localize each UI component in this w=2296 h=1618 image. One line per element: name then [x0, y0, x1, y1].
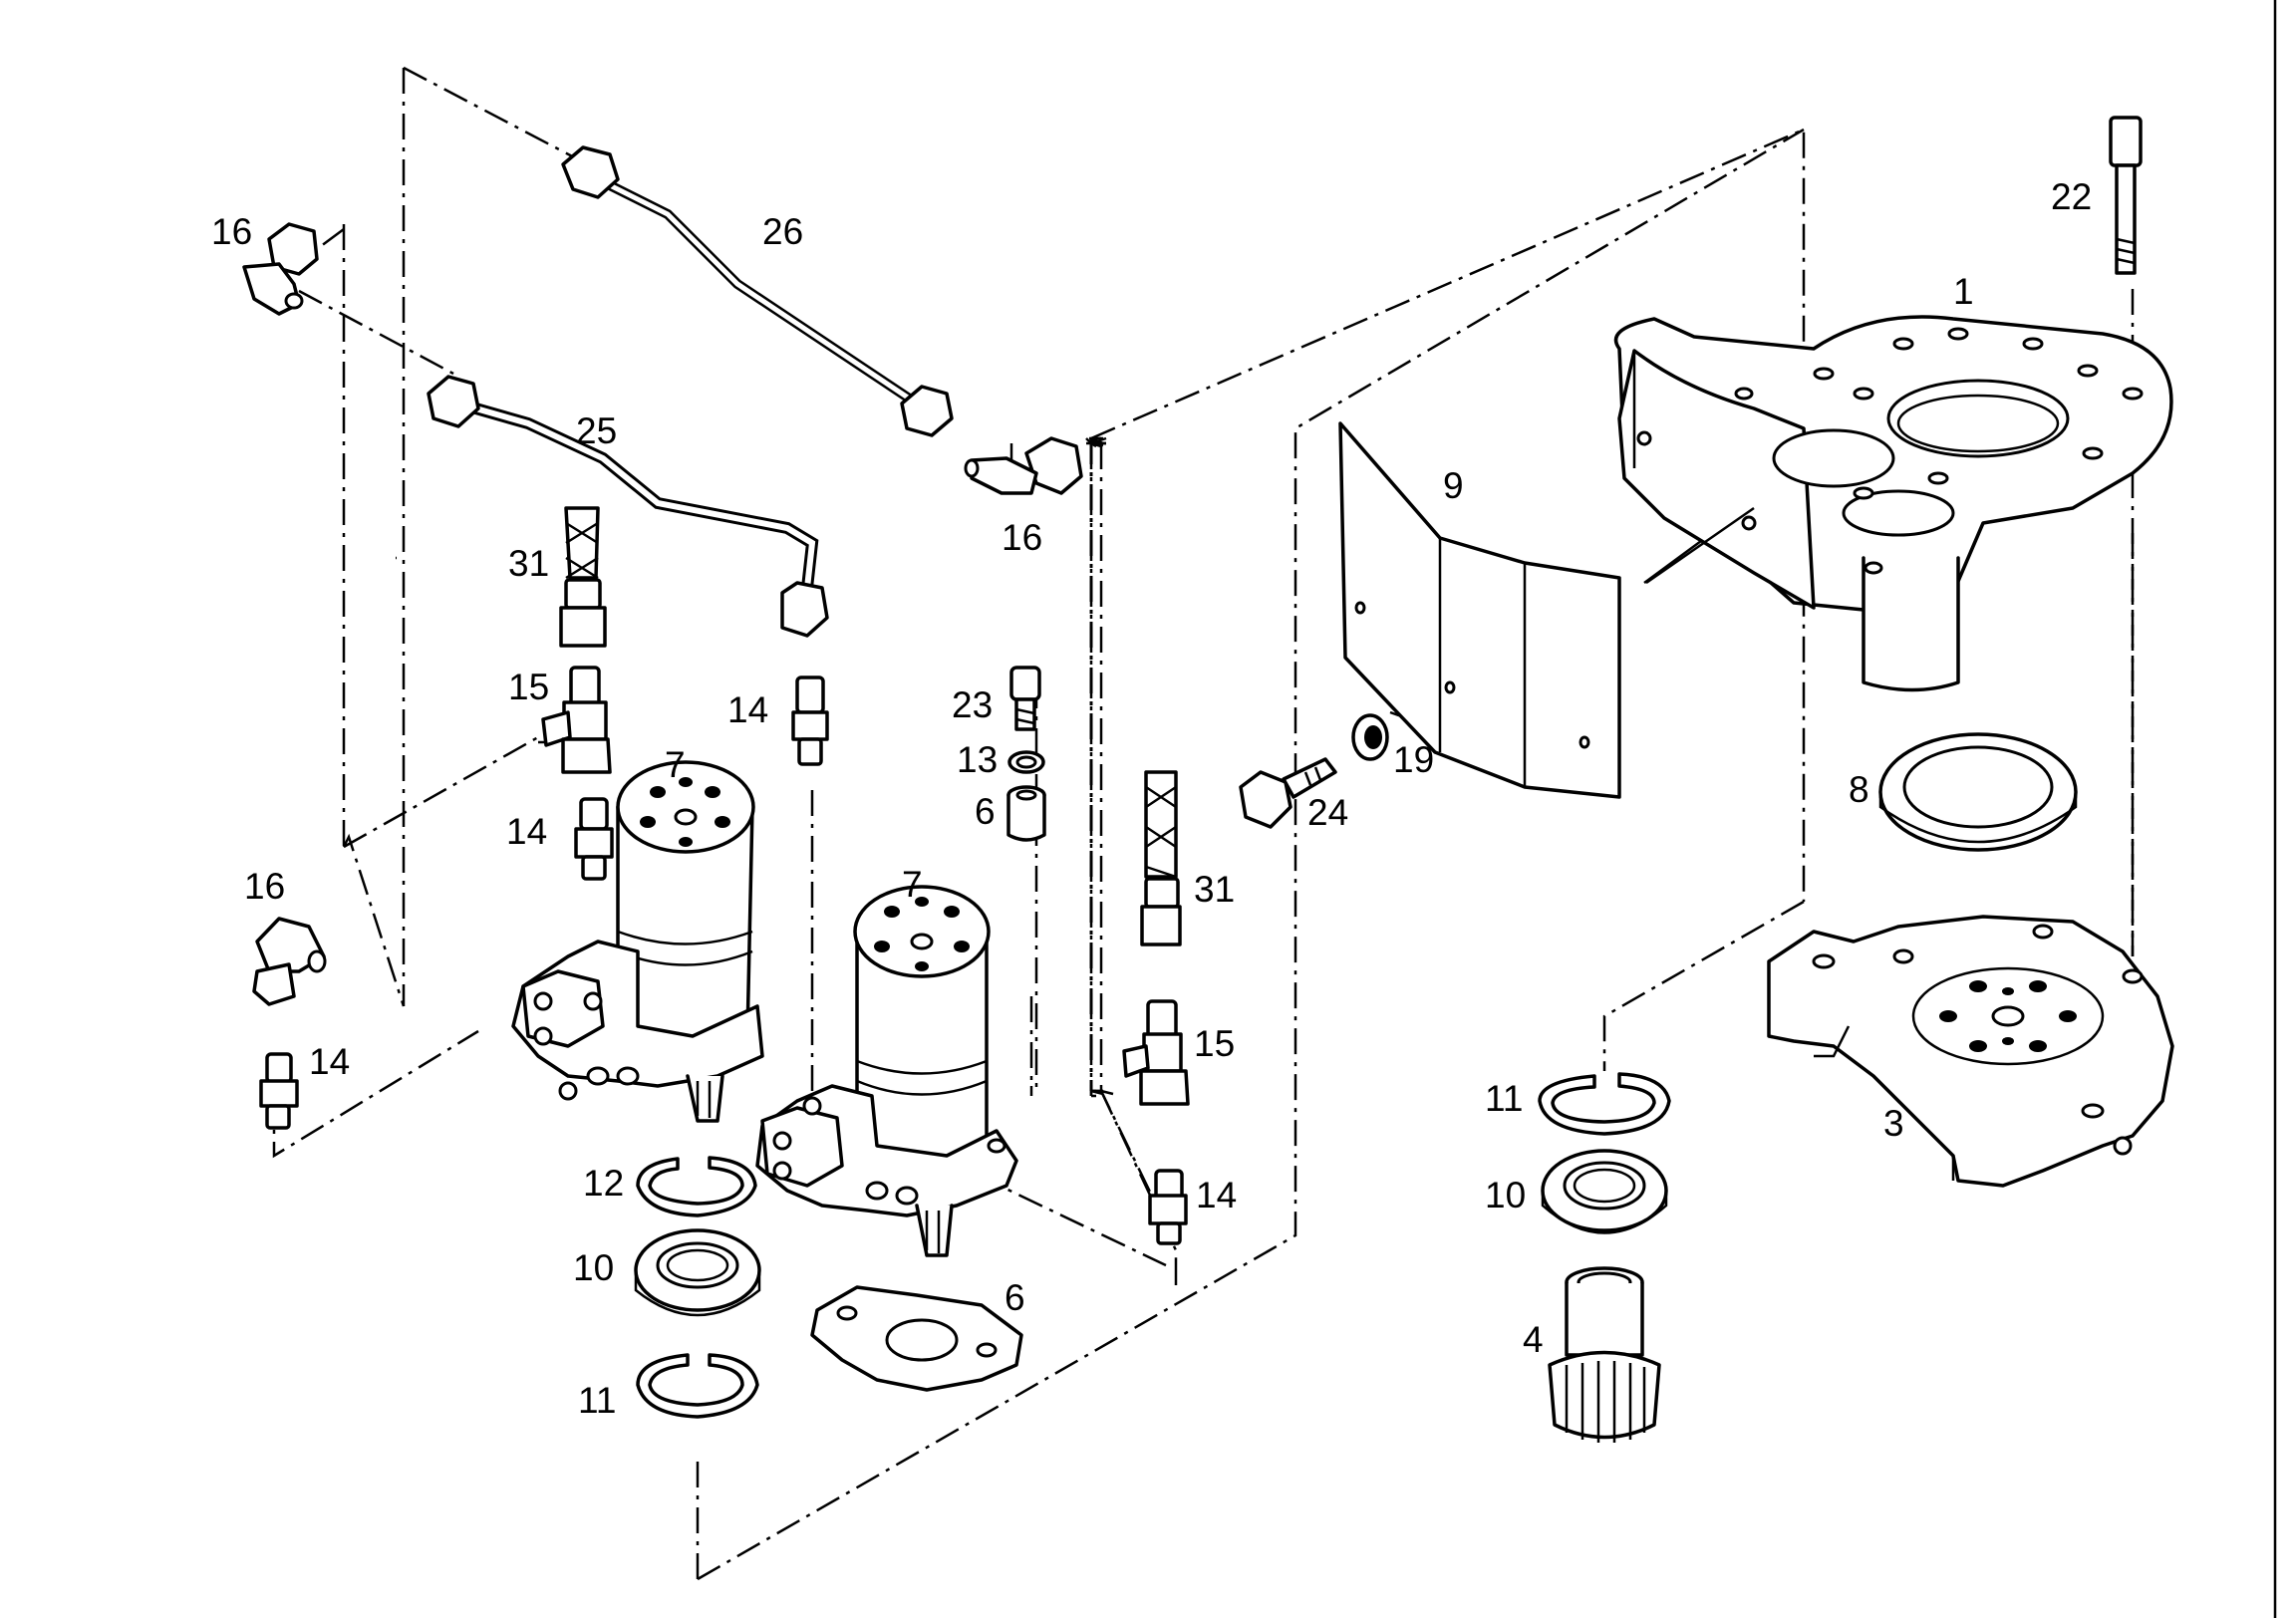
callout-16-top: 16 — [211, 211, 252, 252]
screw-23 — [1009, 666, 1041, 731]
callout-12: 12 — [583, 1163, 624, 1204]
label-leaders — [1645, 506, 1755, 585]
circlip-12 — [636, 1156, 757, 1217]
bearing-10-left — [634, 1228, 761, 1317]
housing-1 — [1613, 315, 2173, 692]
gasket-6 — [810, 1285, 1023, 1392]
callout-14-a: 14 — [727, 689, 768, 730]
callout-16-mid: 16 — [1002, 517, 1042, 558]
callout-22: 22 — [2051, 176, 2092, 217]
bearing-10-right — [1541, 1149, 1668, 1234]
seal-8 — [1878, 732, 2078, 852]
callout-8: 8 — [1849, 769, 1869, 810]
callout-4: 4 — [1523, 1319, 1544, 1360]
callout-11-left: 11 — [578, 1380, 616, 1421]
tee-fitting-15-right — [1122, 999, 1190, 1106]
callout-11-right: 11 — [1485, 1078, 1523, 1119]
callout-23: 23 — [952, 684, 993, 725]
nipple-14-a — [791, 675, 829, 766]
callout-31-left: 31 — [508, 543, 549, 584]
callout-7-left: 7 — [665, 744, 686, 785]
callout-labels: 1 22 26 16 25 16 9 31 15 14 23 13 6 7 14… — [211, 176, 2092, 1421]
callout-19: 19 — [1393, 739, 1434, 780]
elbow-fitting-16-mid — [964, 436, 1083, 495]
callout-31-right: 31 — [1194, 869, 1235, 910]
pipe-25 — [427, 375, 829, 638]
callout-13: 13 — [957, 739, 998, 780]
bolt-22 — [2109, 116, 2143, 275]
callout-10-left: 10 — [573, 1247, 614, 1288]
ring-13 — [1007, 750, 1045, 774]
callout-15-left: 15 — [508, 667, 549, 707]
elbow-fitting-16-top — [242, 222, 319, 316]
nipple-14-c — [259, 1052, 299, 1130]
bolt-24 — [1239, 757, 1337, 829]
hose-31-right — [1140, 770, 1182, 946]
hose-31-left — [559, 506, 607, 648]
pinion-4 — [1548, 1266, 1661, 1443]
callout-14-b: 14 — [506, 811, 547, 852]
callout-1: 1 — [1953, 271, 1974, 312]
snap-ring-11-left — [636, 1353, 759, 1419]
snap-ring-11-right — [1538, 1072, 1671, 1136]
callout-15-right: 15 — [1194, 1023, 1235, 1064]
callout-14-d: 14 — [1196, 1175, 1237, 1215]
nipple-14-d — [1148, 1169, 1188, 1245]
callout-7-right: 7 — [902, 864, 923, 905]
callout-16-low: 16 — [244, 866, 285, 907]
motor-7-left — [511, 760, 764, 1123]
cover-plate-3 — [1767, 915, 2174, 1188]
callout-26: 26 — [762, 211, 803, 252]
elbow-fitting-16-low — [252, 917, 327, 1006]
callout-3: 3 — [1883, 1103, 1904, 1144]
motor-7-right — [755, 885, 1018, 1257]
callout-6-gasket: 6 — [1004, 1277, 1025, 1318]
callout-9: 9 — [1443, 465, 1464, 506]
callout-10-right: 10 — [1485, 1175, 1526, 1215]
callout-25: 25 — [576, 410, 617, 451]
callout-14-c: 14 — [309, 1041, 350, 1082]
washer-19 — [1351, 713, 1389, 761]
plate-9 — [1338, 421, 1621, 799]
pipe-26 — [561, 145, 954, 437]
sleeve-6-small — [1006, 785, 1046, 842]
tee-fitting-15-left — [541, 666, 612, 774]
nipple-14-b — [574, 797, 614, 881]
assembly-lines — [272, 66, 2135, 1581]
callout-6-small: 6 — [975, 791, 996, 832]
callout-24: 24 — [1307, 792, 1348, 833]
